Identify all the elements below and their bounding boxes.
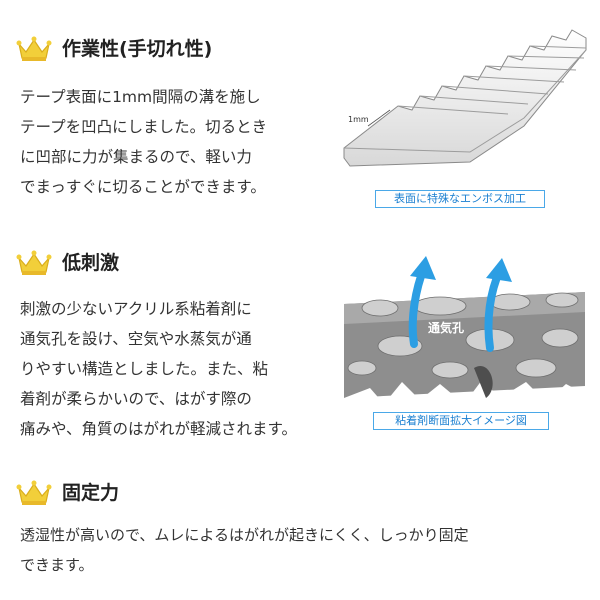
section-body: 刺激の少ないアクリル系粘着剤に 通気孔を設け、空気や水蒸気が通 りやすい構造とし…: [20, 294, 297, 444]
body-line: 刺激の少ないアクリル系粘着剤に: [20, 300, 252, 318]
section-heading: 固定力: [16, 478, 122, 508]
section-workability: 作業性(手切れ性) テープ表面に1mm間隔の溝を施し テープを凹凸にしました。切…: [0, 0, 600, 220]
crown-icon: [16, 480, 52, 505]
embossed-tape-illustration: 1mm: [343, 29, 587, 167]
body-line: 透湿性が高いので、ムレによるはがれが起きにくく、しっかり固定: [20, 526, 469, 544]
section-fixing-power: 固定力 透湿性が高いので、ムレによるはがれが起きにくく、しっかり固定 できます。: [0, 470, 600, 600]
section-title: 作業性(手切れ性): [60, 34, 215, 64]
figure-caption: 表面に特殊なエンボス加工: [375, 190, 545, 208]
section-title: 固定力: [60, 478, 122, 508]
section-low-irritation: 低刺激 刺激の少ないアクリル系粘着剤に 通気孔を設け、空気や水蒸気が通 りやすい…: [0, 240, 600, 450]
section-body: 透湿性が高いので、ムレによるはがれが起きにくく、しっかり固定 できます。: [20, 520, 469, 580]
adhesive-cross-section-illustration: 通気孔: [344, 256, 585, 408]
figure-caption: 粘着剤断面拡大イメージ図: [373, 412, 549, 430]
body-line: テープ表面に1mm間隔の溝を施し: [20, 88, 261, 106]
crown-icon: [16, 250, 52, 275]
section-heading: 作業性(手切れ性): [16, 34, 215, 64]
section-heading: 低刺激: [16, 248, 122, 278]
body-line: 通気孔を設け、空気や水蒸気が通: [20, 330, 252, 348]
body-line: テープを凹凸にしました。切るとき: [20, 118, 268, 136]
crown-icon: [16, 36, 52, 61]
body-line: できます。: [20, 556, 94, 574]
body-line: 痛みや、角質のはがれが軽減されます。: [20, 420, 297, 438]
body-line: 着剤が柔らかいので、はがす際の: [20, 390, 252, 408]
up-arrow-icon: [408, 256, 436, 348]
body-line: に凹部に力が集まるので、軽い力: [20, 148, 252, 166]
up-arrow-icon: [484, 258, 512, 352]
body-line: りやすい構造としました。また、粘: [20, 360, 269, 378]
airhole-label: 通気孔: [428, 320, 464, 335]
section-title: 低刺激: [60, 248, 122, 278]
dimension-label: 1mm: [348, 115, 369, 124]
body-line: でまっすぐに切ることができます。: [20, 178, 266, 196]
section-body: テープ表面に1mm間隔の溝を施し テープを凹凸にしました。切るとき に凹部に力が…: [20, 82, 267, 202]
